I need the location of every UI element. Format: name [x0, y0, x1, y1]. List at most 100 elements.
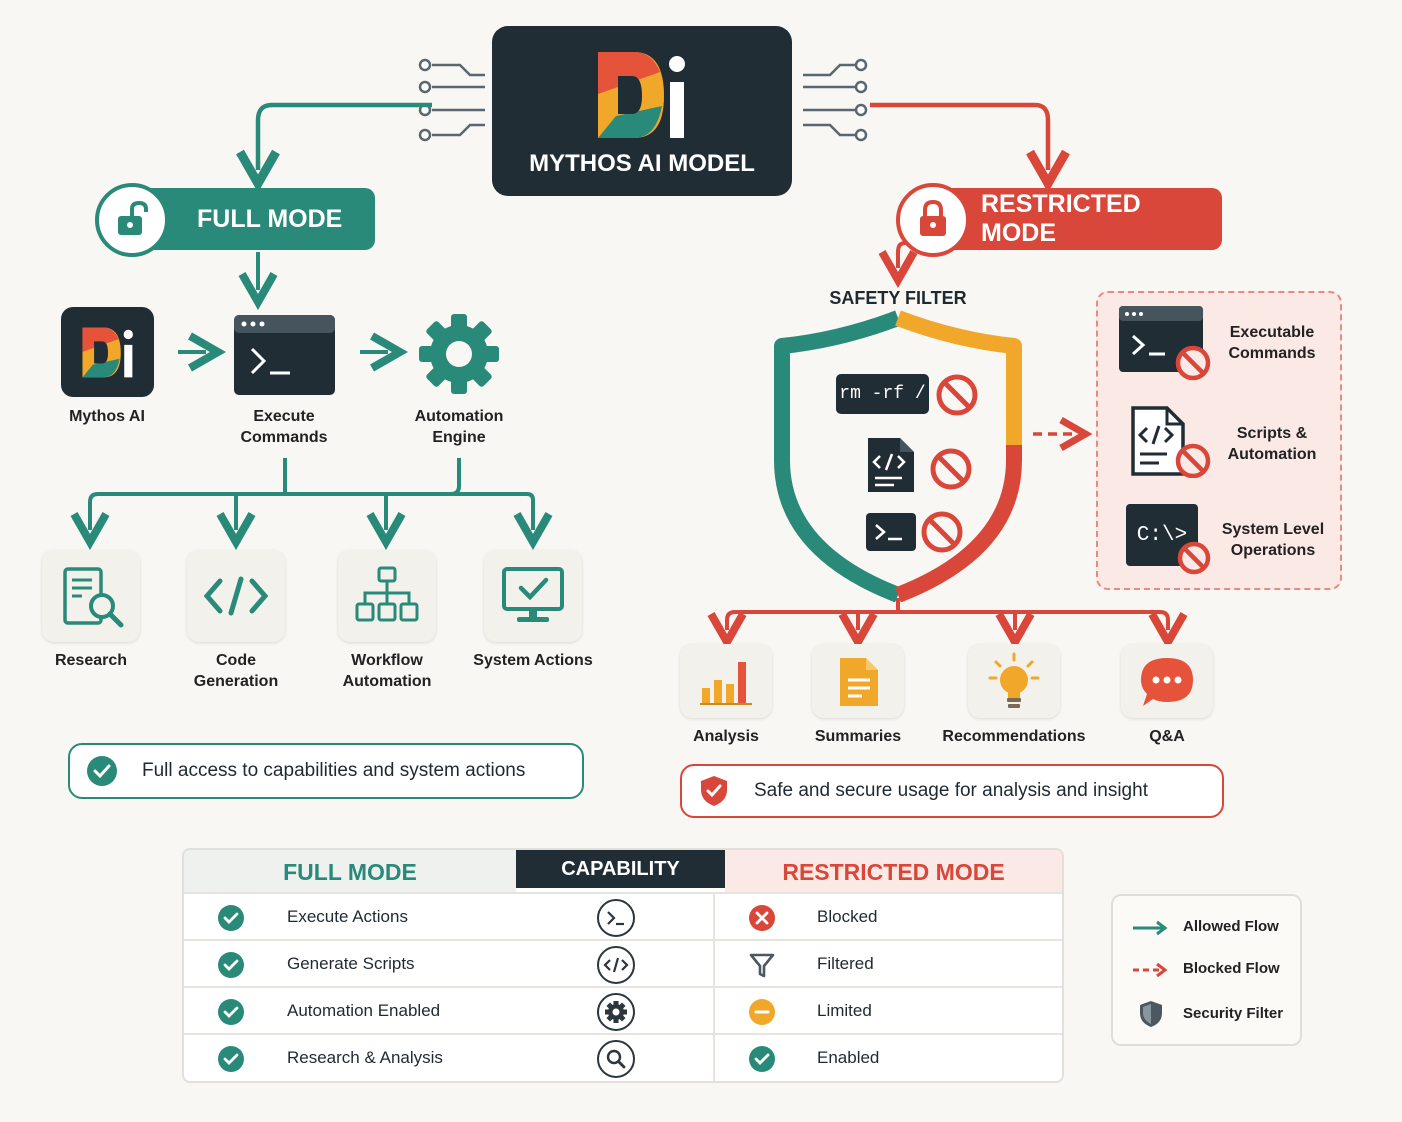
search-icon: [597, 1040, 635, 1078]
legend-allowed: Allowed Flow: [1183, 918, 1279, 935]
check-circle-icon: [87, 756, 117, 786]
capability-label-research: Research: [54, 652, 128, 669]
command-sample-text: rm -rf /: [839, 384, 926, 404]
table-row: Automation Enabled Limited: [184, 986, 1062, 1034]
table-cell-restricted: Enabled: [817, 1048, 880, 1067]
lightbulb-icon: [988, 652, 1040, 708]
table-cell-restricted: Blocked: [817, 907, 878, 926]
safety-filter-label: SAFETY FILTER: [829, 288, 967, 308]
restricted-mode-label: RESTRICTED MODE: [981, 190, 1141, 247]
table-header-capability: [516, 850, 725, 888]
check-circle-icon: [218, 999, 244, 1025]
pipeline-label-mythos: Mythos AI: [69, 408, 145, 425]
terminal-window-icon: [234, 315, 335, 395]
terminal-blocked-icon: [1119, 306, 1211, 381]
full-mode-label: FULL MODE: [197, 204, 343, 233]
prohibited-icon: [1177, 541, 1211, 575]
restricted-mode-pill[interactable]: RESTRICTED MODE: [930, 188, 1222, 250]
table-header-full-text: FULL MODE: [283, 859, 417, 885]
system-prompt-text: C:\>: [1136, 523, 1188, 547]
model-title: MYTHOS AI MODEL: [529, 150, 755, 177]
prohibited-icon: [921, 511, 963, 553]
script-blocked-icon: [1131, 406, 1211, 478]
unlock-icon: [118, 201, 148, 235]
check-circle-icon: [218, 905, 244, 931]
command-sample-chip: rm -rf /: [836, 374, 929, 414]
lock-badge: [896, 183, 970, 257]
check-circle-icon: [218, 1046, 244, 1072]
filter-funnel-icon: [749, 953, 775, 978]
prohibited-icon: [930, 448, 972, 490]
code-brackets-icon: [204, 576, 268, 616]
table-header-restricted: [725, 850, 1062, 892]
blocked-label-commands: Executable Commands: [1228, 324, 1316, 362]
table-row: Generate Scripts Filtered: [184, 939, 1062, 987]
solid-arrow-icon: [1133, 920, 1168, 936]
unlock-badge: [95, 183, 169, 257]
restricted-mode-note: Safe and secure usage for analysis and i…: [680, 764, 1224, 818]
gear-icon: [419, 314, 499, 394]
legend-blocked: Blocked Flow: [1183, 960, 1280, 977]
x-circle-icon: [749, 905, 775, 931]
capability-card-system[interactable]: [484, 550, 582, 642]
minus-circle-icon: [749, 999, 775, 1025]
code-icon: [597, 946, 635, 984]
table-cell-full: Research & Analysis: [287, 1048, 443, 1067]
dashed-arrow-icon: [1133, 962, 1168, 978]
shield-check-icon: [701, 776, 727, 806]
legend-security: Security Filter: [1183, 1005, 1284, 1022]
capability-card-research[interactable]: [42, 550, 140, 642]
output-label-recommendations: Recommendations: [942, 728, 1086, 745]
blocked-label-system: System Level Operations: [1221, 521, 1325, 559]
table-row: Execute Actions Blocked: [184, 892, 1062, 940]
capability-label-code: Code Generation: [193, 652, 279, 690]
full-mode-note: Full access to capabilities and system a…: [68, 743, 584, 799]
table-cell-restricted: Filtered: [817, 954, 874, 973]
restricted-mode-note-text: Safe and secure usage for analysis and i…: [754, 780, 1148, 801]
table-header-capability-text: CAPABILITY: [561, 858, 680, 880]
monitor-check-icon: [502, 567, 564, 622]
capability-label-system: System Actions: [473, 652, 593, 669]
output-label-analysis: Analysis: [693, 728, 759, 745]
check-circle-icon: [218, 952, 244, 978]
gear-icon: [597, 993, 635, 1031]
mythos-logo-icon: [598, 52, 685, 138]
terminal-icon: [597, 899, 635, 937]
capability-card-workflow[interactable]: [338, 550, 436, 642]
output-label-qa: Q&A: [1149, 728, 1185, 745]
output-label-summaries: Summaries: [814, 728, 902, 745]
lock-icon: [920, 200, 946, 236]
output-card-summaries[interactable]: [812, 644, 904, 718]
capability-card-code[interactable]: [187, 550, 285, 642]
capability-label-workflow: Workflow Automation: [342, 652, 432, 690]
full-mode-pill[interactable]: FULL MODE: [130, 188, 375, 250]
bar-chart-icon: [700, 662, 752, 705]
model-box: MYTHOS AI MODEL: [492, 26, 792, 196]
document-icon: [840, 658, 878, 706]
workflow-icon: [355, 566, 419, 622]
blocked-label-scripts: Scripts & Automation: [1227, 425, 1317, 463]
table-header-full: [184, 850, 516, 892]
prohibited-icon: [936, 374, 978, 416]
output-card-qa[interactable]: [1121, 644, 1213, 718]
output-card-analysis[interactable]: [680, 644, 772, 718]
output-card-recommendations[interactable]: [968, 644, 1060, 718]
table-cell-full: Execute Actions: [287, 907, 408, 926]
legend-panel: Allowed Flow Blocked Flow Security Filte…: [1111, 894, 1302, 1046]
check-circle-icon: [749, 1046, 775, 1072]
full-mode-note-text: Full access to capabilities and system a…: [142, 760, 526, 781]
terminal-icon: [866, 513, 916, 551]
pipeline-label-execute: Execute Commands: [240, 408, 328, 446]
shield-icon: [1140, 1001, 1162, 1027]
table-header-restricted-text: RESTRICTED MODE: [782, 859, 1005, 885]
table-cell-full: Automation Enabled: [287, 1001, 441, 1020]
document-search-icon: [63, 567, 124, 628]
pipeline-label-automation: Automation Engine: [414, 408, 504, 446]
mythos-logo-icon: [82, 327, 133, 378]
table-cell-restricted: Limited: [817, 1001, 872, 1020]
pipeline-mythos-tile: [61, 307, 154, 397]
chat-bubble-icon: [1141, 658, 1193, 706]
script-file-icon: [868, 438, 914, 492]
table-row: Research & Analysis Enabled: [184, 1033, 1062, 1081]
